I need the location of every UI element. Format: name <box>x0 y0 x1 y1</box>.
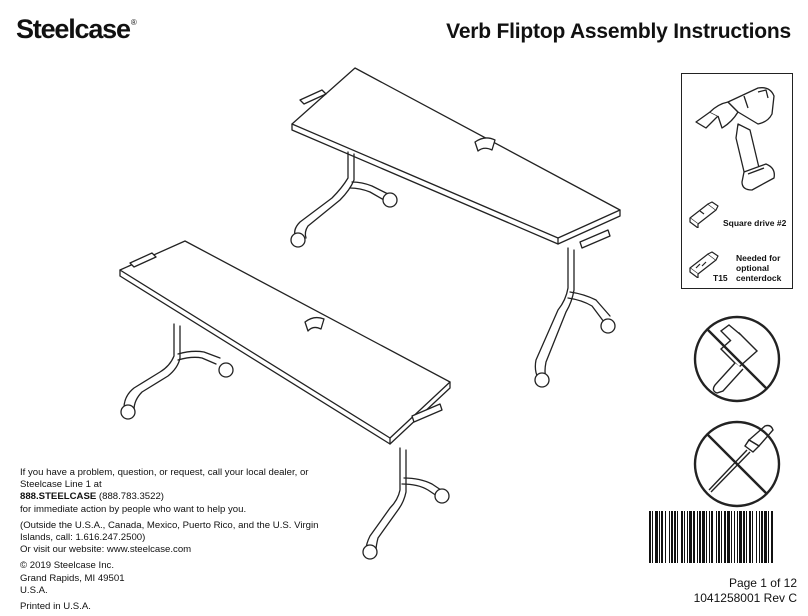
contact-line2: for immediate action by people who want … <box>20 503 247 515</box>
barcode-bar <box>739 511 742 563</box>
torx-bit-icon <box>689 251 719 278</box>
barcode-bar <box>669 511 670 563</box>
registered-mark: ® <box>130 18 137 27</box>
barcode-bar <box>649 511 651 563</box>
barcode-bar <box>752 511 753 563</box>
torx-label: T15 <box>713 273 728 283</box>
centerdock-note: Needed for optional centerdock <box>736 253 782 283</box>
barcode-bar <box>661 511 663 563</box>
barcode-bar <box>687 511 688 563</box>
part-number: 1041258001 Rev C <box>693 590 797 605</box>
barcode-bar <box>699 511 701 563</box>
barcode-bar <box>693 511 695 563</box>
barcode-bar <box>731 511 732 563</box>
barcode-bar <box>724 511 726 563</box>
barcode-bar <box>706 511 707 563</box>
phone-numeric: (888.783.3522) <box>96 491 164 503</box>
barcode-bar <box>749 511 751 563</box>
barcode-bar <box>756 511 757 563</box>
barcode-bar <box>711 511 713 563</box>
barcode-bar <box>743 511 745 563</box>
barcode-bar <box>771 511 773 563</box>
fliptop-tables-illustration <box>119 67 621 560</box>
barcode-bar <box>697 511 698 563</box>
printed-in: Printed in U.S.A. <box>20 601 91 613</box>
barcode-bar <box>709 511 710 563</box>
barcode-bar <box>737 511 738 563</box>
barcode-bar <box>716 511 717 563</box>
barcode-bar <box>655 511 658 563</box>
country: U.S.A. <box>20 584 48 596</box>
barcode-bar <box>746 511 747 563</box>
city: Grand Rapids, MI 49501 <box>20 572 125 584</box>
barcode-bar <box>674 511 676 563</box>
hammer-prohibited-icon <box>693 315 781 403</box>
page-number: Page 1 of 12 <box>728 576 797 590</box>
barcode-bar <box>659 511 660 563</box>
barcode-bar <box>721 511 722 563</box>
barcode-bar <box>718 511 720 563</box>
screwdriver-prohibited-icon <box>693 420 781 508</box>
barcode-bar <box>665 511 666 563</box>
copyright: © 2019 Steelcase Inc. <box>20 560 115 572</box>
barcode-bar <box>681 511 683 563</box>
steelcase-logo: Steelcase® <box>16 14 137 45</box>
contact-info: If you have a problem, question, or requ… <box>20 467 320 613</box>
barcode-bar <box>684 511 685 563</box>
barcode <box>649 511 773 563</box>
barcode-bar <box>768 511 769 563</box>
barcode-bar <box>677 511 678 563</box>
square-drive-label: Square drive #2 <box>723 218 787 228</box>
barcode-bar <box>702 511 705 563</box>
barcode-bar <box>727 511 730 563</box>
square-drive-bit-icon <box>689 201 719 228</box>
barcode-bar <box>689 511 692 563</box>
intl-contact: (Outside the U.S.A., Canada, Mexico, Pue… <box>20 519 319 544</box>
phone-bold: 888.STEELCASE <box>20 491 97 503</box>
page-title: Verb Fliptop Assembly Instructions <box>446 20 791 43</box>
barcode-bar <box>671 511 673 563</box>
back-table <box>290 67 621 388</box>
page-footer: Page 1 of 12 1041258001 Rev C <box>694 576 797 605</box>
front-table <box>119 240 451 560</box>
barcode-bar <box>734 511 735 563</box>
barcode-bar <box>759 511 760 563</box>
power-drill-icon <box>695 87 775 191</box>
tools-panel: Square drive #2 T15 Needed for optional … <box>681 73 793 289</box>
barcode-bar <box>652 511 653 563</box>
contact-line1: If you have a problem, question, or requ… <box>20 467 309 491</box>
brand-name: Steelcase <box>16 14 131 44</box>
website: Or visit our website: www.steelcase.com <box>20 544 192 556</box>
barcode-bar <box>761 511 763 563</box>
barcode-bar <box>764 511 767 563</box>
